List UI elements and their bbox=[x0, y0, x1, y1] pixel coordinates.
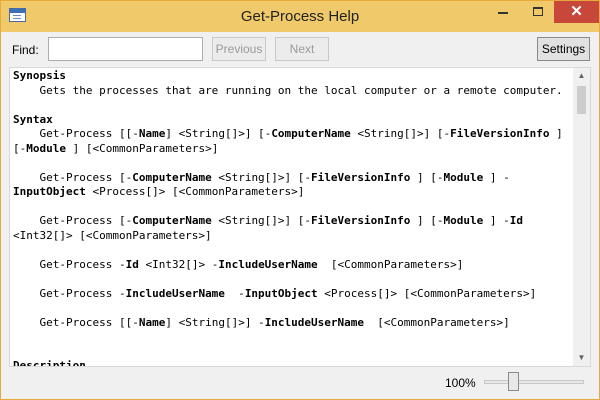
blank-line bbox=[13, 345, 573, 360]
parameter-name: FileVersionInfo bbox=[450, 127, 550, 140]
title-bar[interactable]: Get-Process Help ✕ bbox=[1, 1, 599, 32]
section-heading: Syntax bbox=[13, 112, 53, 126]
syntax-text: ] [- bbox=[410, 214, 444, 227]
syntax-text: Get-Process [[- bbox=[13, 127, 139, 140]
syntax-line: Get-Process [[-Name] <String[]>] [-Compu… bbox=[13, 127, 573, 156]
zoom-slider-track[interactable] bbox=[484, 380, 584, 384]
syntax-text: ] - bbox=[483, 214, 510, 227]
parameter-name: Module bbox=[26, 141, 66, 155]
parameter-name: InputObject bbox=[244, 286, 318, 300]
syntax-line: Get-Process -IncludeUserName -InputObjec… bbox=[13, 287, 573, 302]
blank-line bbox=[13, 330, 573, 345]
parameter-name: Name bbox=[138, 315, 166, 329]
next-button[interactable]: Next bbox=[275, 37, 329, 61]
parameter-name: IncludeUserName bbox=[218, 257, 318, 271]
blank-line bbox=[13, 301, 573, 316]
section-heading: Synopsis bbox=[13, 69, 66, 82]
syntax-text: Get-Process [[- bbox=[13, 315, 139, 329]
parameter-name: IncludeUserName bbox=[125, 286, 225, 300]
synopsis-text: Gets the processes that are running on t… bbox=[13, 83, 563, 97]
syntax-text: <Int32[]> [<CommonParameters>] bbox=[13, 214, 530, 242]
minimize-button[interactable] bbox=[486, 1, 520, 25]
blank-line bbox=[13, 98, 573, 113]
syntax-line: Get-Process [-ComputerName <String[]>] [… bbox=[13, 171, 573, 200]
syntax-line: Get-Process [-ComputerName <String[]>] [… bbox=[13, 214, 573, 243]
find-toolbar: Find: Previous Next Settings bbox=[2, 32, 599, 66]
parameter-name: Name bbox=[138, 127, 166, 140]
find-label: Find: bbox=[12, 43, 39, 57]
syntax-text: ] - bbox=[483, 170, 510, 184]
syntax-text: ] <String[]>] - bbox=[165, 315, 265, 329]
minimize-icon bbox=[498, 12, 508, 14]
blank-line bbox=[13, 200, 573, 215]
window-title: Get-Process Help bbox=[240, 8, 360, 25]
parameter-name: Module bbox=[443, 214, 484, 227]
zoom-level: 100% bbox=[445, 376, 476, 390]
blank-line bbox=[13, 272, 573, 287]
syntax-text: ] [- bbox=[410, 170, 444, 184]
syntax-text: Get-Process [- bbox=[13, 214, 133, 227]
syntax-text: ] [<CommonParameters>] bbox=[66, 141, 219, 155]
syntax-text: ] [- bbox=[13, 127, 570, 155]
parameter-name: FileVersionInfo bbox=[311, 170, 411, 184]
syntax-text: Get-Process - bbox=[13, 286, 126, 300]
syntax-text: <Process[]> [<CommonParameters>] bbox=[317, 286, 537, 300]
vertical-scrollbar[interactable]: ▲ ▼ bbox=[573, 68, 590, 366]
parameter-name: InputObject bbox=[13, 185, 86, 198]
scroll-thumb[interactable] bbox=[577, 86, 586, 114]
help-text: Synopsis Gets the processes that are run… bbox=[13, 69, 573, 367]
parameter-name: ComputerName bbox=[132, 170, 212, 184]
find-input[interactable] bbox=[48, 37, 203, 61]
scroll-down-icon[interactable]: ▼ bbox=[577, 353, 586, 362]
parameter-name: Id bbox=[125, 257, 139, 271]
parameter-name: ComputerName bbox=[132, 214, 212, 227]
syntax-text: [<CommonParameters>] bbox=[364, 315, 510, 329]
close-button[interactable]: ✕ bbox=[554, 1, 599, 23]
previous-button[interactable]: Previous bbox=[212, 37, 266, 61]
window-app-icon[interactable] bbox=[9, 8, 26, 22]
status-bar: 100% bbox=[2, 367, 599, 399]
parameter-name: Id bbox=[509, 214, 524, 227]
parameter-name: ComputerName bbox=[271, 127, 351, 140]
close-icon: ✕ bbox=[570, 3, 583, 20]
parameter-name: FileVersionInfo bbox=[311, 214, 411, 227]
syntax-text: - bbox=[224, 286, 245, 300]
section-heading: Description bbox=[13, 359, 86, 367]
syntax-text: <String[]>] [- bbox=[350, 127, 451, 140]
help-content[interactable]: Synopsis Gets the processes that are run… bbox=[9, 67, 591, 367]
syntax-text: [<CommonParameters>] bbox=[317, 257, 464, 271]
syntax-text: Get-Process - bbox=[13, 257, 126, 271]
syntax-text: <String[]>] [- bbox=[211, 214, 312, 227]
syntax-text: <Process[]> [<CommonParameters>] bbox=[85, 185, 305, 198]
blank-line bbox=[13, 156, 573, 171]
parameter-name: IncludeUserName bbox=[264, 315, 365, 329]
zoom-slider-thumb[interactable] bbox=[508, 372, 519, 391]
syntax-text: <Int32[]> - bbox=[138, 257, 219, 271]
blank-line bbox=[13, 243, 573, 258]
settings-button[interactable]: Settings bbox=[537, 37, 590, 61]
syntax-text: Get-Process [- bbox=[13, 170, 133, 184]
syntax-line: Get-Process [[-Name] <String[]>] -Includ… bbox=[13, 316, 573, 331]
parameter-name: Module bbox=[443, 170, 484, 184]
syntax-text: <String[]>] [- bbox=[211, 170, 312, 184]
syntax-line: Get-Process -Id <Int32[]> -IncludeUserNa… bbox=[13, 258, 573, 273]
maximize-button[interactable] bbox=[521, 1, 555, 25]
syntax-text: ] <String[]>] [- bbox=[165, 127, 272, 140]
maximize-icon bbox=[533, 7, 543, 16]
scroll-up-icon[interactable]: ▲ bbox=[577, 71, 586, 80]
